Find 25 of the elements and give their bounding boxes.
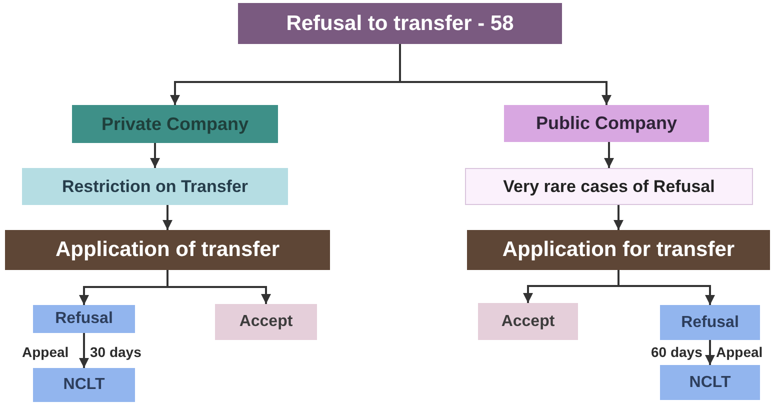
connector-arrow — [166, 270, 271, 304]
connector-arrow — [705, 340, 715, 365]
outcome-box: Refusal — [660, 305, 760, 340]
connector-arrow — [614, 205, 624, 230]
title-box: Refusal to transfer - 58 — [238, 3, 562, 44]
edge-label: Appeal — [22, 344, 69, 360]
outcome-box: Accept — [478, 303, 578, 340]
outcome-box: Refusal — [33, 305, 135, 333]
duration-label: 60 days — [651, 344, 702, 360]
process-box: Restriction on Transfer — [22, 168, 288, 205]
outcome-box: Accept — [215, 304, 317, 340]
connector-arrow — [604, 142, 614, 168]
connector-arrow — [162, 205, 172, 230]
category-box: Private Company — [72, 105, 278, 143]
edge-label: Appeal — [716, 344, 763, 360]
process-box: Very rare cases of Refusal — [465, 168, 753, 205]
process-box: Application for transfer — [467, 230, 770, 270]
process-box: Application of transfer — [5, 230, 330, 270]
category-box: Public Company — [504, 105, 709, 142]
outcome-box: NCLT — [33, 368, 135, 402]
connector-arrow — [79, 333, 89, 368]
connector-arrow — [399, 44, 612, 105]
duration-label: 30 days — [90, 344, 142, 360]
connector-arrow — [150, 143, 160, 168]
outcome-box: NCLT — [660, 365, 760, 400]
